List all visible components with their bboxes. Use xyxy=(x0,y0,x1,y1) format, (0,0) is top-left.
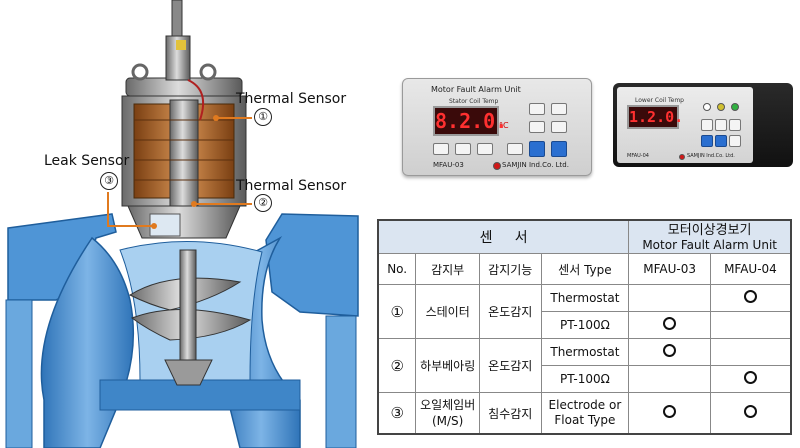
mfau03-cell xyxy=(628,365,711,393)
header-alarm-unit: 모터이상경보기 Motor Fault Alarm Unit xyxy=(628,219,792,254)
device-title: Motor Fault Alarm Unit xyxy=(431,85,521,94)
mode-button xyxy=(507,143,523,155)
row-type: Thermostat xyxy=(540,338,630,366)
table-row: PT-100Ω xyxy=(378,365,792,393)
mfau03-cell xyxy=(628,311,711,339)
applicable-mark xyxy=(743,290,757,303)
status-led xyxy=(679,154,685,160)
applicable-mark xyxy=(663,317,677,330)
rst-button xyxy=(551,121,567,133)
down-button xyxy=(715,135,727,147)
table-row: ① 스테이터 온도감지 Thermostat xyxy=(377,284,792,339)
leak-sensor-leader xyxy=(107,192,152,227)
col-part: 감지부 xyxy=(415,253,480,285)
impeller xyxy=(128,249,252,386)
row-type: PT-100Ω xyxy=(540,311,630,339)
status-led xyxy=(493,162,501,170)
col-function: 감지기능 xyxy=(479,253,542,285)
row-no: ① xyxy=(377,284,417,339)
mfau04-cell xyxy=(709,284,792,312)
callout-number-1: ① xyxy=(254,108,272,126)
row-type: Thermostat xyxy=(540,284,630,312)
temperature-display: 1.2.0. xyxy=(627,105,683,129)
mfau03-cell xyxy=(628,338,711,366)
applicable-mark xyxy=(663,344,677,357)
display-unit: °C xyxy=(499,121,509,130)
up-button xyxy=(529,141,545,157)
up-button xyxy=(701,135,713,147)
mfau03-cell xyxy=(628,392,711,435)
row-type: Electrode or Float Type xyxy=(540,392,630,435)
mfau03-cell xyxy=(628,284,711,312)
led-2 xyxy=(717,103,725,111)
header-alarm-unit-en: Motor Fault Alarm Unit xyxy=(642,237,777,252)
power-button xyxy=(529,103,545,115)
mfau03-device-photo: Motor Fault Alarm Unit Stator Coil Temp … xyxy=(402,78,592,176)
alarm-button-3 xyxy=(477,143,493,155)
applicable-mark xyxy=(743,405,757,418)
header-sensor: 센 서 xyxy=(377,219,630,254)
fault-button xyxy=(551,103,567,115)
mfau04-cell xyxy=(709,365,792,393)
maker-label: SAMJIN Ind.Co. Ltd. xyxy=(687,153,735,159)
applicable-mark xyxy=(663,405,677,418)
row-function: 침수감지 xyxy=(479,392,542,435)
sensor-spec-table: 센 서 모터이상경보기 Motor Fault Alarm Unit No. 감… xyxy=(377,219,792,435)
row-function: 온도감지 xyxy=(479,338,542,393)
row-part: 하부베아링 xyxy=(415,338,480,393)
applicable-mark xyxy=(743,371,757,384)
motor-housing xyxy=(121,63,247,239)
pump-cutaway-diagram xyxy=(5,0,359,448)
row-part: 스테이터 xyxy=(415,284,480,339)
col-mfau03: MFAU-03 xyxy=(628,253,711,285)
row-no: ③ xyxy=(377,392,417,435)
led-1 xyxy=(703,103,711,111)
down-button xyxy=(551,141,567,157)
maker-label: SAMJIN Ind.Co. Ltd. xyxy=(502,161,569,169)
callout-number-2: ② xyxy=(254,194,272,212)
mfau04-cell xyxy=(709,311,792,339)
model-label: MFAU-03 xyxy=(433,161,464,169)
row-part: 오일체임버 (M/S) xyxy=(415,392,480,435)
mfau04-faceplate: Lower Coil Temp 1.2.0. MFAU-04 SAMJIN In… xyxy=(617,87,753,163)
callout-number-3: ③ xyxy=(100,172,118,190)
col-type: 센서 Type xyxy=(540,253,630,285)
button-1 xyxy=(701,119,713,131)
table-row: ③ 오일체임버 (M/S) 침수감지 Electrode or Float Ty… xyxy=(377,392,792,435)
table-row: ② 하부베아링 온도감지 Thermostat xyxy=(377,338,792,393)
button-3 xyxy=(729,119,741,131)
thermal-sensor-label-2: Thermal Sensor xyxy=(236,178,347,194)
mfau04-cell xyxy=(709,338,792,366)
alarm-button-1 xyxy=(433,143,449,155)
display-label: Stator Coil Temp xyxy=(449,98,499,105)
button-2 xyxy=(715,119,727,131)
button-4 xyxy=(729,135,741,147)
set-test-button xyxy=(529,121,545,133)
led-3 xyxy=(731,103,739,111)
mfau04-cell xyxy=(709,392,792,435)
row-function: 온도감지 xyxy=(479,284,542,339)
thermal-sensor-label-1: Thermal Sensor xyxy=(236,91,347,107)
model-label: MFAU-04 xyxy=(627,153,649,159)
leak-sensor-label: Leak Sensor xyxy=(44,153,130,169)
header-alarm-unit-ko: 모터이상경보기 xyxy=(667,222,752,238)
temperature-display: 8.2.0. xyxy=(433,106,507,136)
mfau04-device-photo: Lower Coil Temp 1.2.0. MFAU-04 SAMJIN In… xyxy=(613,83,793,167)
col-mfau04: MFAU-04 xyxy=(709,253,792,285)
row-type: PT-100Ω xyxy=(540,365,630,393)
alarm-button-2 xyxy=(455,143,471,155)
display-label: Lower Coil Temp xyxy=(635,97,684,104)
cable-entry xyxy=(165,0,204,121)
col-no: No. xyxy=(377,253,417,285)
row-no: ② xyxy=(377,338,417,393)
column-header-row: No. 감지부 감지기능 센서 Type MFAU-03 MFAU-04 xyxy=(377,253,792,285)
